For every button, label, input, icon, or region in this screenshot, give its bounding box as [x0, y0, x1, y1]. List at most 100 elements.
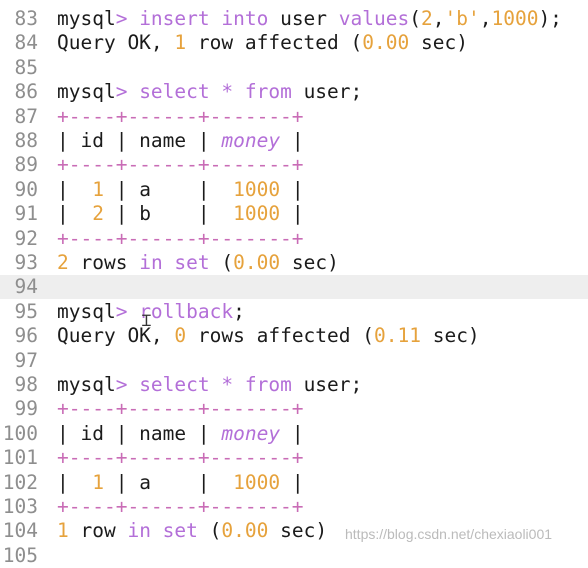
- line-number: 84: [14, 31, 38, 55]
- line-content: Query OK, 0 rows affected (0.11 sec): [57, 324, 480, 348]
- line-number: 101: [2, 446, 38, 470]
- line-content: | 1 | a | 1000 |: [57, 471, 304, 495]
- code-token: values: [338, 7, 410, 30]
- code-line[interactable]: 90| 1 | a | 1000 |: [0, 178, 588, 202]
- code-token: 0.11: [374, 324, 421, 348]
- line-number: 103: [2, 495, 38, 518]
- code-token: |: [57, 470, 93, 494]
- code-token: mysql: [57, 373, 116, 396]
- line-number: 100: [2, 421, 38, 445]
- line-content: | id | name | money |: [57, 422, 304, 446]
- code-token: *: [221, 80, 245, 104]
- code-line[interactable]: 100 | id | name | money |: [0, 422, 588, 446]
- code-line[interactable]: 84 Query OK, 1 row affected (0.00 sec): [0, 31, 588, 55]
- code-token: | id | name |: [57, 421, 222, 445]
- code-token: select: [139, 373, 222, 396]
- code-line[interactable]: 94: [0, 275, 588, 300]
- code-token: in set: [127, 519, 198, 543]
- code-token: 2: [92, 202, 104, 226]
- code-token: 0.00: [233, 251, 281, 274]
- line-content: | id | name | money |: [57, 129, 304, 153]
- line-number: 99: [14, 397, 38, 421]
- code-token: >: [115, 7, 140, 30]
- code-token: Query OK,: [57, 324, 175, 348]
- code-token: mysql: [57, 299, 116, 323]
- code-token: +----+------+-------+: [57, 397, 304, 421]
- code-token: ,: [432, 7, 445, 30]
- line-number: 91: [14, 202, 38, 226]
- line-number: 97: [14, 348, 38, 372]
- code-token: >: [115, 299, 140, 323]
- code-token: (: [197, 519, 222, 543]
- code-token: | a |: [103, 177, 234, 201]
- code-line[interactable]: 102| 1 | a | 1000 |: [0, 471, 588, 495]
- code-token: 1000: [233, 470, 281, 494]
- code-line[interactable]: 96 Query OK, 0 rows affected (0.11 sec): [0, 324, 588, 348]
- code-token: user;: [303, 80, 363, 104]
- code-token: sec): [420, 324, 480, 348]
- code-line[interactable]: 88 | id | name | money |: [0, 129, 588, 153]
- code-token: 1: [92, 177, 104, 201]
- line-number: 88: [14, 129, 38, 152]
- line-number: 86: [14, 80, 38, 104]
- code-token: >: [115, 80, 140, 104]
- code-token: mysql: [57, 80, 116, 104]
- code-line[interactable]: 92+----+------+-------+: [0, 227, 588, 251]
- line-number: 94: [14, 275, 38, 299]
- code-token: 'b': [444, 7, 480, 30]
- code-token: 1: [57, 519, 69, 543]
- code-token: sec): [268, 519, 328, 543]
- code-token: *: [221, 373, 245, 396]
- code-line[interactable]: 85: [0, 56, 588, 80]
- code-token: );: [538, 7, 562, 30]
- code-line[interactable]: 91| 2 | b | 1000 |: [0, 202, 588, 226]
- line-content: Query OK, 1 row affected (0.00 sec): [57, 31, 468, 55]
- code-token: |: [280, 129, 304, 152]
- code-line[interactable]: 97: [0, 349, 588, 373]
- code-token: 2: [57, 251, 69, 274]
- code-token: sec): [280, 251, 339, 274]
- code-token: user;: [303, 373, 363, 396]
- line-number: 85: [14, 55, 38, 79]
- code-token: (: [209, 251, 234, 274]
- code-line[interactable]: 89+----+------+-------+: [0, 153, 588, 177]
- code-token: from: [244, 373, 304, 396]
- code-line[interactable]: 105: [0, 544, 588, 568]
- text-cursor-icon: Ɪ: [142, 311, 151, 330]
- line-content: mysql> select * from user;: [57, 80, 362, 104]
- code-token: |: [280, 202, 304, 226]
- code-line[interactable]: 99 +----+------+-------+: [0, 397, 588, 421]
- code-token: 2: [420, 7, 433, 30]
- code-token: |: [280, 470, 304, 494]
- code-token: rows affected (: [186, 324, 374, 348]
- code-line[interactable]: 86 mysql> select * from user;: [0, 80, 588, 104]
- code-token: Query OK,: [57, 31, 175, 55]
- code-token: 0.00: [362, 31, 410, 55]
- code-line[interactable]: 103+----+------+-------+: [0, 495, 588, 519]
- code-token: 0.00: [221, 519, 269, 543]
- code-token: 0: [174, 324, 187, 348]
- line-content: +----+------+-------+: [57, 397, 304, 421]
- line-content: +----+------+-------+: [57, 446, 304, 470]
- code-token: money: [221, 421, 281, 445]
- code-token: sec): [409, 31, 468, 55]
- code-line[interactable]: 87+----+------+-------+: [0, 105, 588, 129]
- line-content: mysql> rollback;: [57, 300, 245, 324]
- code-token: | id | name |: [57, 129, 222, 152]
- code-token: user: [280, 7, 339, 30]
- line-number: 96: [14, 324, 38, 348]
- line-number: 89: [14, 153, 38, 177]
- line-content: +----+------+-------+: [57, 227, 304, 251]
- watermark: https://blog.csdn.net/chexiaoli001: [345, 526, 553, 542]
- line-number: 98: [14, 373, 38, 396]
- code-token: mysql: [57, 7, 116, 30]
- code-line[interactable]: 101 +----+------+-------+: [0, 446, 588, 470]
- code-token: |: [57, 202, 93, 226]
- code-token: ,: [479, 7, 492, 30]
